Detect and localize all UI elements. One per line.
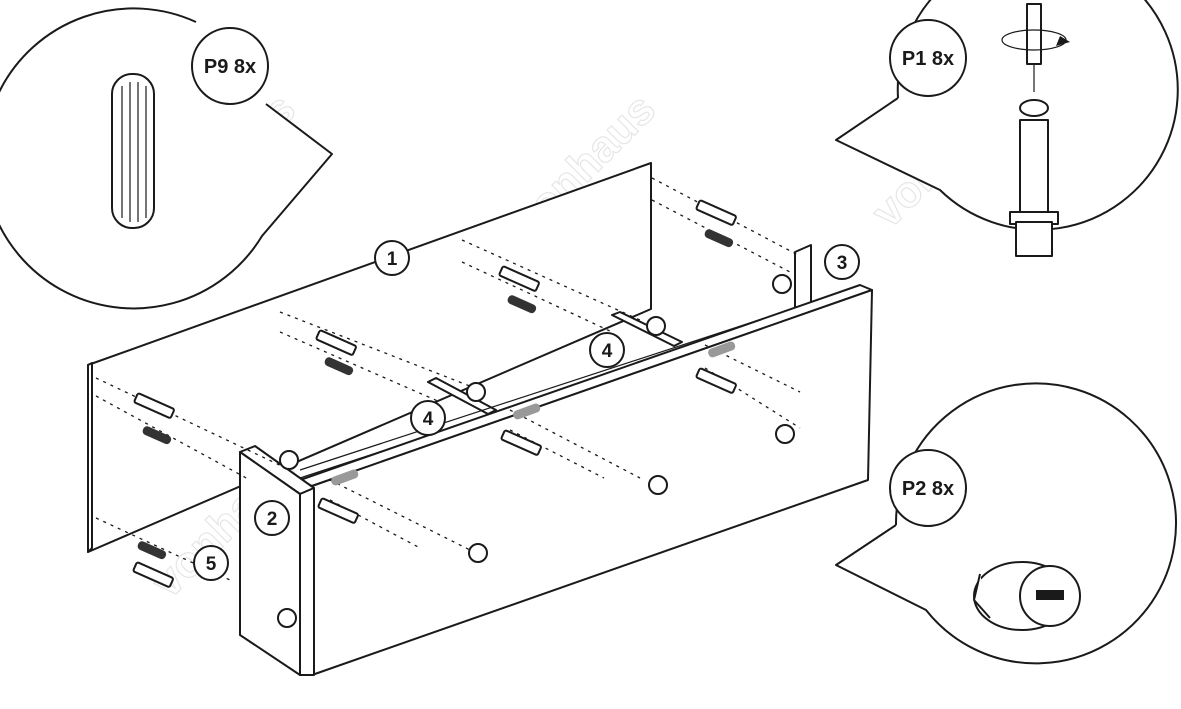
back-panel: [87, 162, 652, 553]
part-callout-4a: 4: [589, 332, 625, 368]
hardware-detail-p1: P1 8x: [835, 0, 1179, 257]
part-number: 1: [387, 249, 398, 270]
assembly-hardware: [132, 199, 795, 628]
part-number: 3: [837, 253, 848, 274]
part-callout-1: 1: [374, 240, 410, 276]
part-callout-2: 2: [254, 500, 290, 536]
hardware-detail-p9: P9 8x: [0, 7, 333, 310]
wooden-dowel-icon: [111, 73, 155, 229]
part-number: 4: [423, 409, 434, 430]
side-panel-left: [239, 445, 315, 676]
part-number: 5: [206, 554, 217, 575]
part-callout-5: 5: [193, 545, 229, 581]
screwdriver-icon: [1001, 3, 1070, 92]
part-number: 2: [267, 509, 278, 530]
part-callout-3: 3: [824, 244, 860, 280]
cam-bolt-icon: [1009, 99, 1059, 257]
hardware-label: P1 8x: [902, 48, 954, 70]
cam-lock-nut-icon: [973, 561, 1081, 631]
cam-lock-nut-icon: [277, 274, 795, 628]
hardware-label: P2 8x: [902, 478, 954, 500]
part-callout-4b: 4: [410, 400, 446, 436]
part-number: 4: [602, 341, 613, 362]
cam-bolt-icon: [132, 199, 737, 588]
hardware-label: P9 8x: [204, 56, 256, 78]
wooden-dowel-icon: [137, 229, 736, 560]
hardware-detail-p2: P2 8x: [835, 382, 1177, 665]
